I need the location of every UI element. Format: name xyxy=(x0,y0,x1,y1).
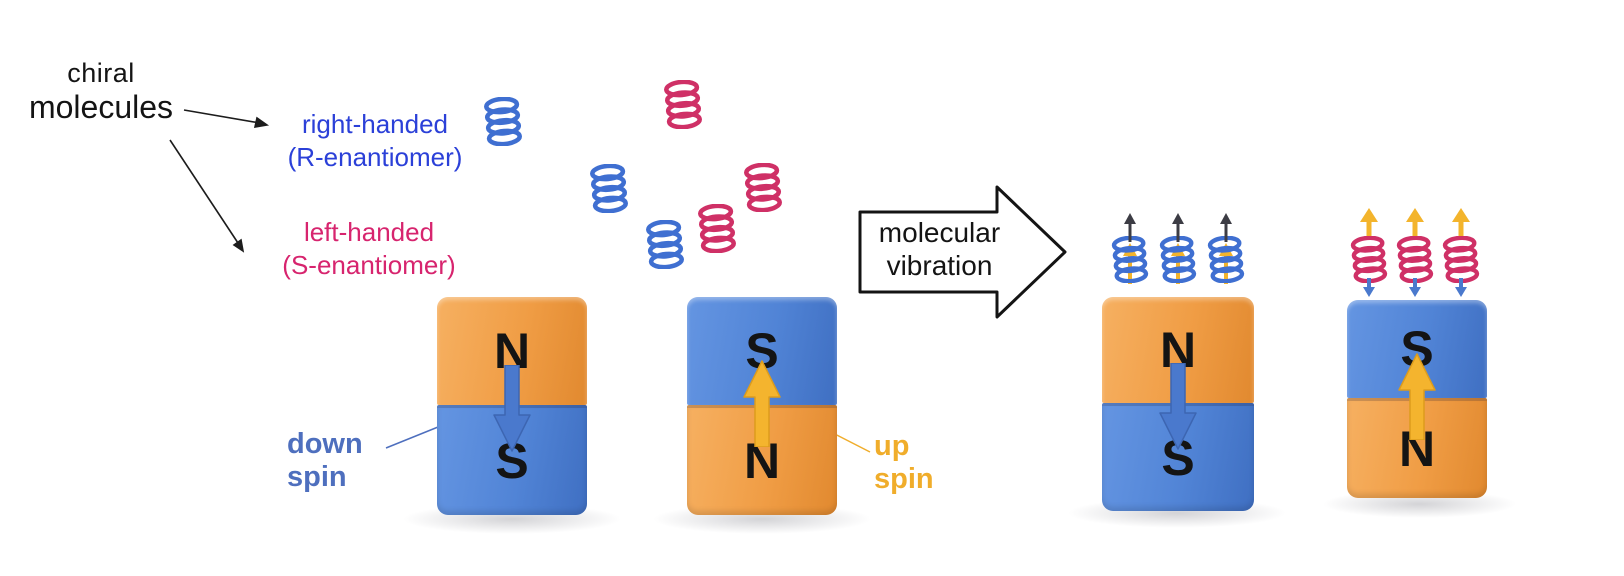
s-enantiomer-spiral xyxy=(660,80,706,129)
vibration-line1: molecular xyxy=(878,217,1001,248)
up-spin-label: up spin xyxy=(874,430,934,496)
magnet-before-up: S N xyxy=(687,297,837,515)
sorted-s-spiral xyxy=(1437,208,1485,297)
s-enantiomer-spiral xyxy=(740,163,786,212)
chiral-line1: chiral xyxy=(67,58,135,88)
r-enantiomer-spiral xyxy=(642,220,688,269)
s-enantiomer-label: left-handed (S-enantiomer) xyxy=(260,216,478,282)
s-enantiomer-line1: left-handed xyxy=(303,217,435,247)
s-enantiomer-line2: (S-enantiomer) xyxy=(282,250,456,280)
sorted-r-spiral xyxy=(1154,213,1202,284)
vibration-line2: vibration xyxy=(886,250,993,281)
r-enantiomer-spiral xyxy=(480,97,526,146)
s-enantiomer-spiral xyxy=(694,204,740,253)
magnet-after-down: N S xyxy=(1102,297,1254,511)
sorted-r-spiral xyxy=(1202,213,1250,284)
r-enantiomer-line1: right-handed xyxy=(302,109,448,139)
sorted-s-spiral xyxy=(1345,208,1393,297)
sorted-r-spiral xyxy=(1106,213,1154,284)
magnet-after-up: S N xyxy=(1347,300,1487,498)
sorted-s-spiral xyxy=(1391,208,1439,297)
down-spin-line2: spin xyxy=(287,461,347,493)
r-enantiomer-spiral xyxy=(586,164,632,213)
up-spin-arrow-icon xyxy=(1398,353,1436,440)
vibration-arrow xyxy=(858,185,1067,319)
up-spin-line1: up xyxy=(874,430,910,462)
r-enantiomer-line2: (R-enantiomer) xyxy=(287,142,463,172)
up-spin-arrow-icon xyxy=(743,360,781,447)
up-spin-line2: spin xyxy=(874,463,934,495)
chiral-line2: molecules xyxy=(28,89,174,125)
r-enantiomer-label: right-handed (R-enantiomer) xyxy=(266,108,484,174)
down-spin-arrow-icon xyxy=(1159,363,1197,450)
down-spin-arrow-icon xyxy=(493,365,531,452)
down-spin-label: down spin xyxy=(287,428,363,494)
magnet-before-down: N S xyxy=(437,297,587,515)
pole-north: N xyxy=(1347,397,1487,498)
vibration-label: molecular vibration xyxy=(862,216,1017,282)
down-spin-line1: down xyxy=(287,428,363,460)
chiral-molecules-label: chiral molecules xyxy=(12,58,190,126)
